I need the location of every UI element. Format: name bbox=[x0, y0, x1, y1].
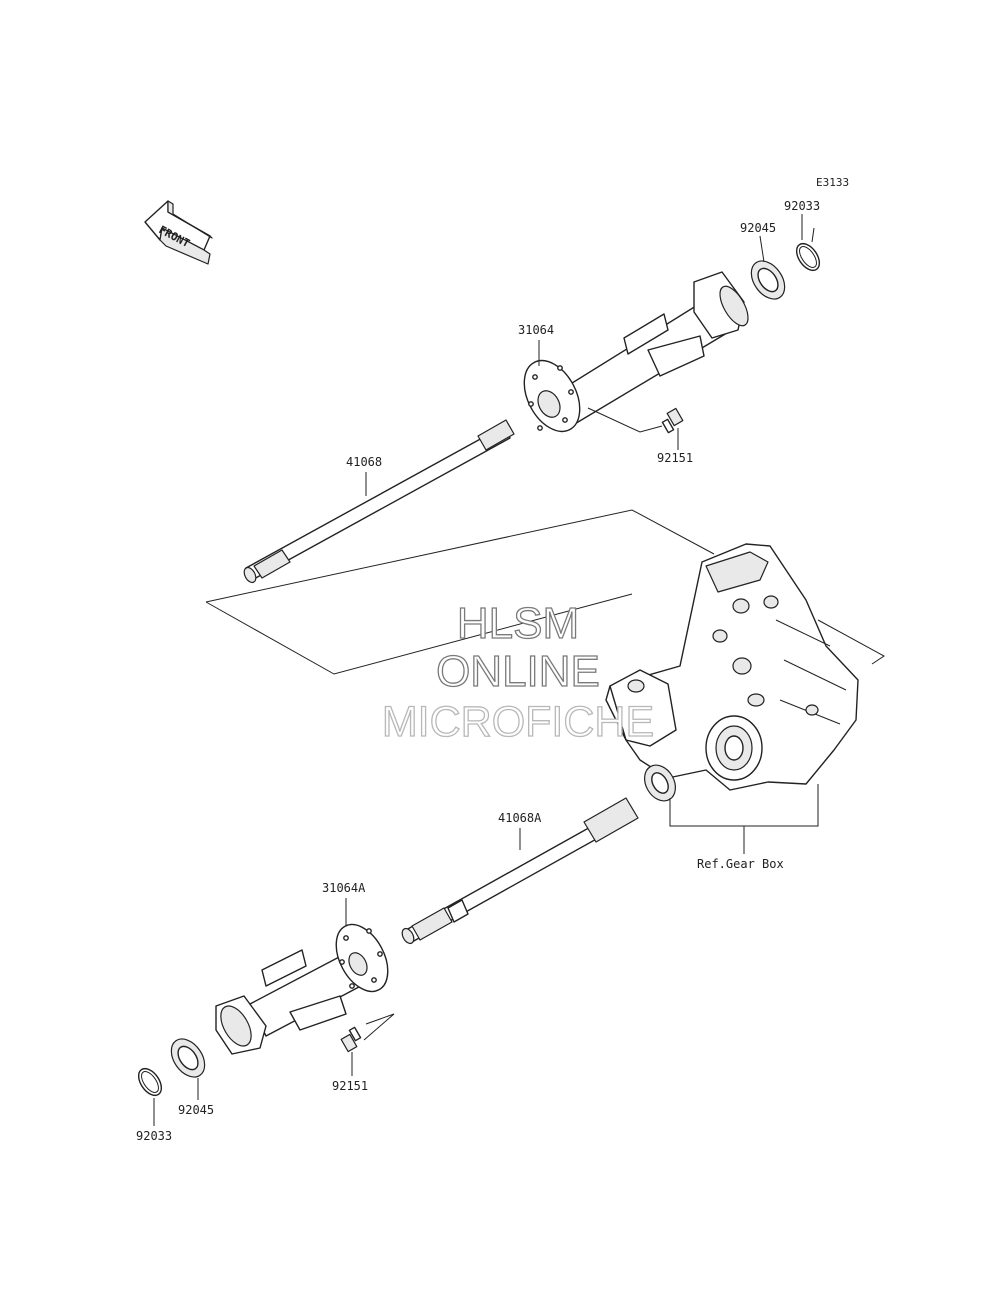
ref-gear-box-label: Ref.Gear Box bbox=[697, 857, 784, 871]
label-92045-lower: 92045 bbox=[178, 1103, 214, 1117]
watermark-line2: ONLINE bbox=[436, 647, 600, 696]
circlip-lower bbox=[137, 1067, 163, 1097]
label-31064-upper: 31064 bbox=[518, 323, 554, 337]
bolt-upper bbox=[661, 407, 684, 434]
label-41068: 41068 bbox=[346, 455, 382, 469]
axle-housing-lower bbox=[215, 923, 389, 1055]
label-41068A: 41068A bbox=[498, 811, 542, 825]
seal bbox=[643, 764, 677, 802]
watermark-line1: HLSM bbox=[457, 599, 579, 648]
watermark: HLSM ONLINE MICROFICHE bbox=[381, 598, 655, 746]
circlip-upper bbox=[795, 227, 821, 272]
label-92033-lower: 92033 bbox=[136, 1129, 172, 1143]
axle-housing-upper bbox=[523, 271, 749, 433]
label-31064A: 31064A bbox=[322, 881, 366, 895]
watermark-line3: MICROFICHE bbox=[382, 698, 654, 746]
shaft-upper bbox=[243, 419, 515, 584]
gearbox bbox=[605, 543, 859, 791]
label-92151-lower: 92151 bbox=[332, 1079, 368, 1093]
diagram-code: E3133 bbox=[816, 176, 849, 189]
bearing-lower bbox=[170, 1038, 206, 1078]
shaft-lower bbox=[401, 797, 639, 945]
front-arrow-icon: FRONT bbox=[144, 200, 213, 265]
label-92045-upper: 92045 bbox=[740, 221, 776, 235]
bolt-lower bbox=[340, 1026, 362, 1053]
bearing-upper bbox=[750, 260, 786, 300]
label-92151-upper: 92151 bbox=[657, 451, 693, 465]
label-92033-upper: 92033 bbox=[784, 199, 820, 213]
